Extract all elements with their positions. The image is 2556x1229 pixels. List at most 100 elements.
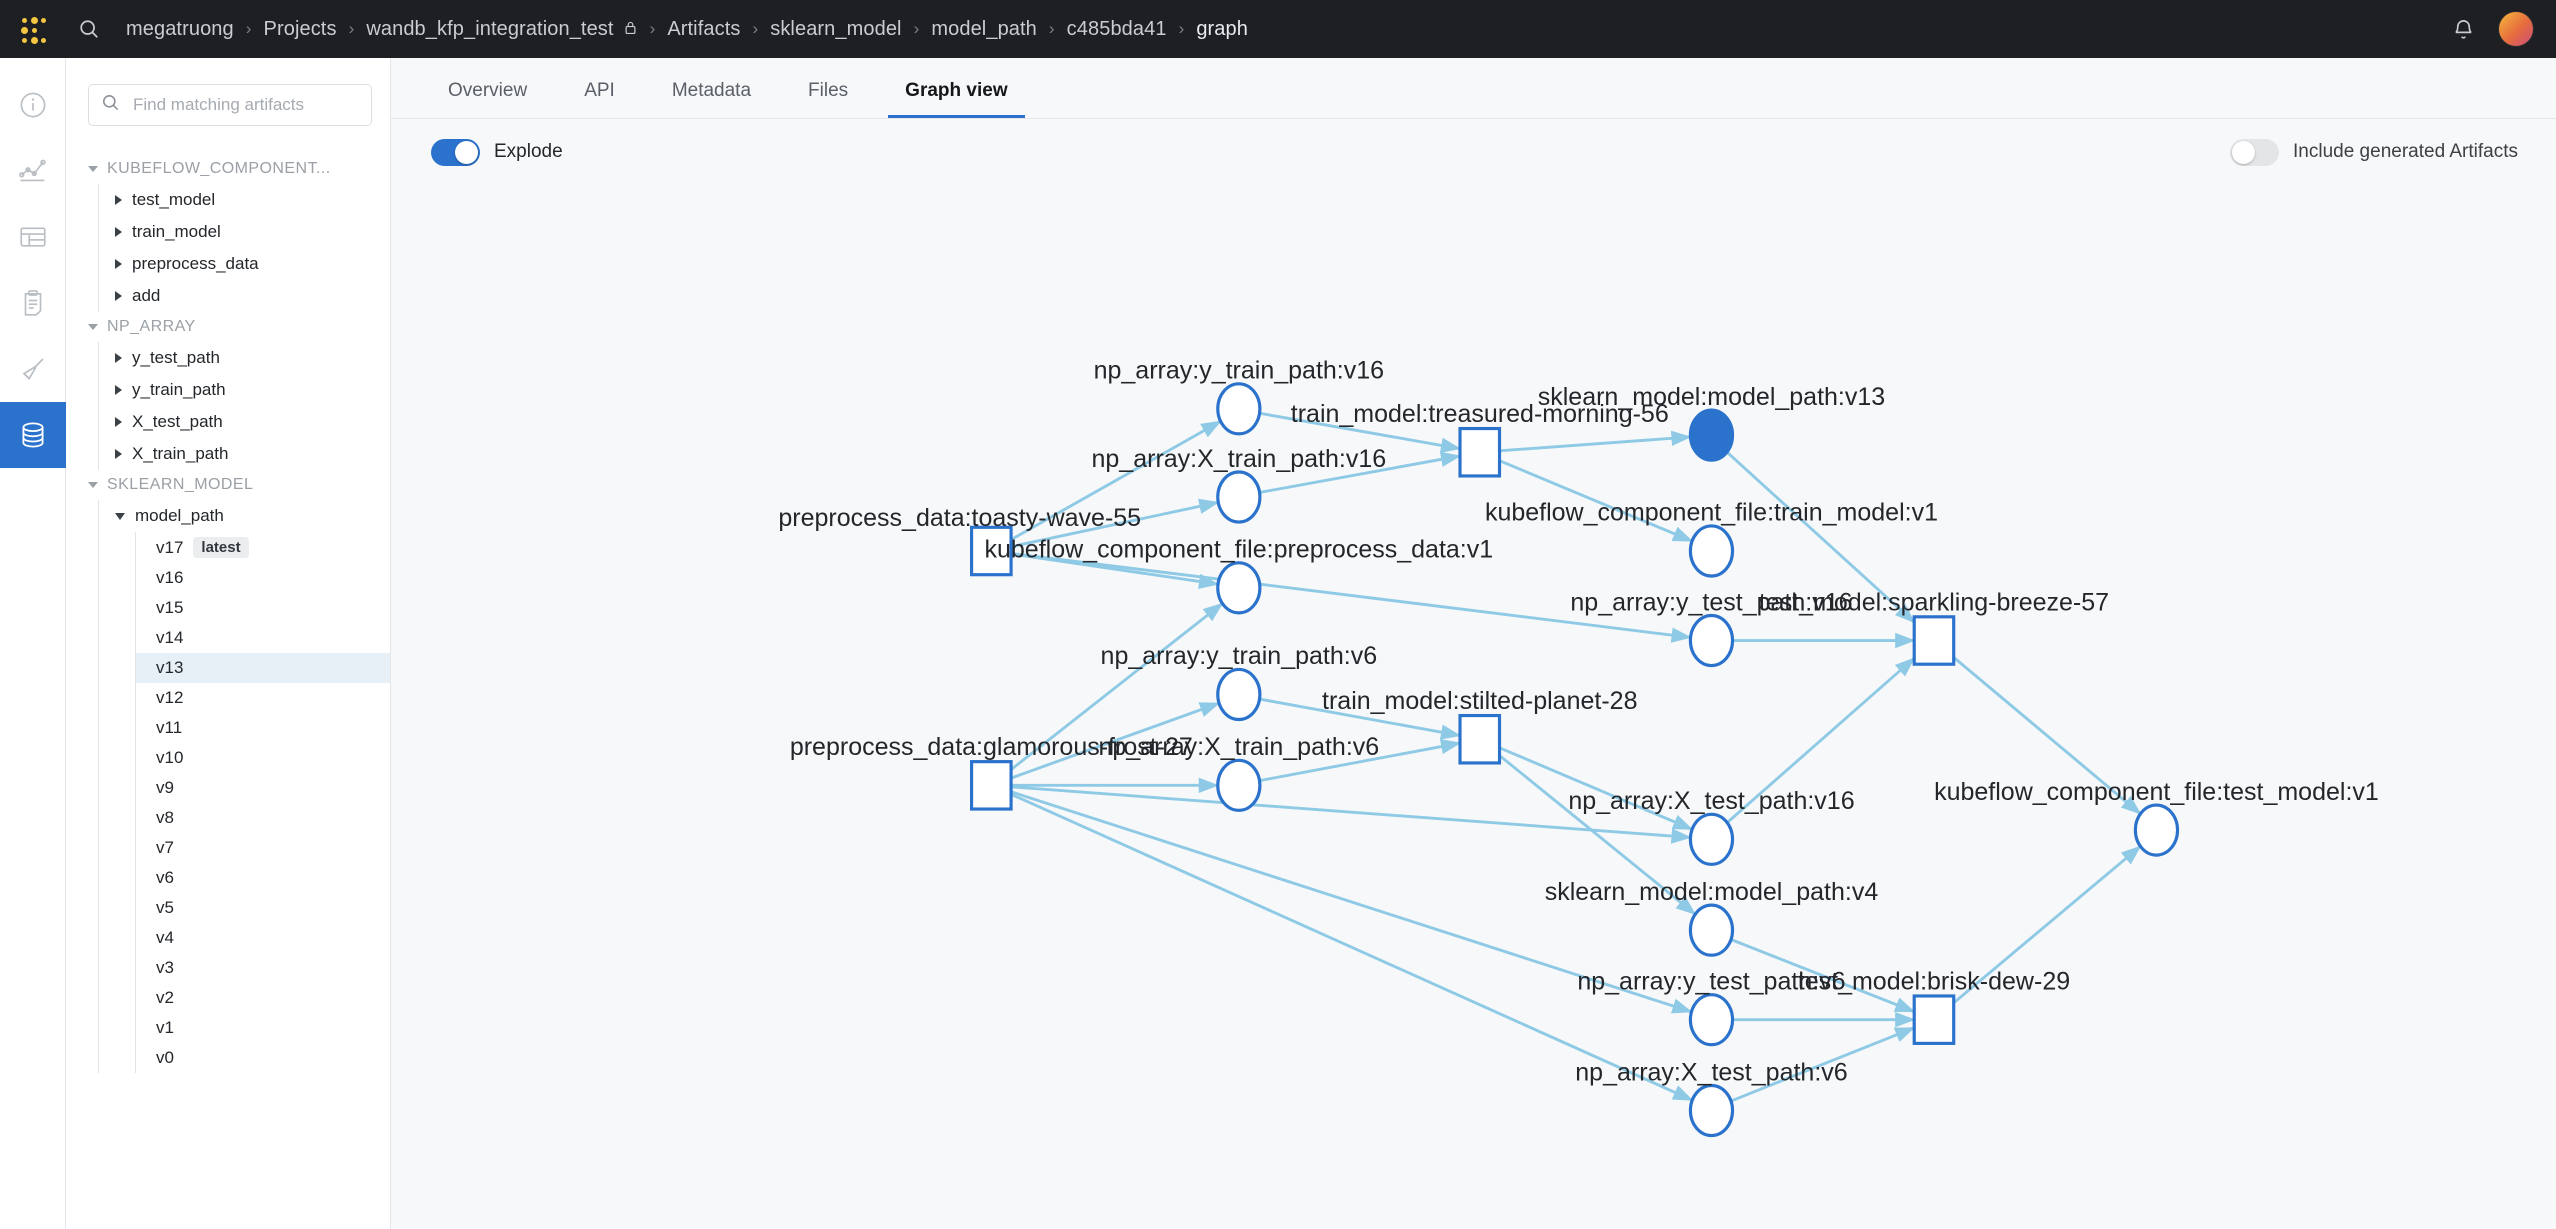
graph-node-xte16[interactable] [1688,812,1735,866]
chevron-down-icon [88,324,98,330]
graph-node-tmsp28[interactable] [1458,713,1502,765]
topbar-actions [2450,11,2534,47]
breadcrumb-item-c485bda41[interactable]: c485bda41 [1066,17,1167,40]
graph-node-tm56[interactable] [1458,426,1502,478]
breadcrumb-item-sklearn-model[interactable]: sklearn_model [770,17,902,40]
include-generated-switch[interactable] [2230,138,2280,166]
graph-node-yte16[interactable] [1688,613,1735,668]
tree-group-sklearn-model[interactable]: SKLEARN_MODEL [66,470,390,500]
breadcrumb-item-megatruong[interactable]: megatruong [126,17,234,40]
bell-icon[interactable] [2450,16,2476,42]
tree-item-test_model[interactable]: test_model [99,184,390,216]
graph-node-tmsb57[interactable] [1912,615,1956,666]
table-icon[interactable] [0,204,66,270]
explode-toggle[interactable]: Explode [431,138,563,166]
graph-node-pd27[interactable] [970,760,1013,811]
version-item-v11[interactable]: v11 [136,713,390,743]
triangle-right-icon [115,291,122,301]
tab-metadata[interactable]: Metadata [671,80,752,101]
graph-node-ytr6[interactable] [1216,667,1262,722]
include-generated-toggle[interactable]: Include generated Artifacts [2230,138,2518,166]
graph-node-kcfte[interactable] [2133,803,2180,857]
search-input[interactable] [131,94,359,116]
breadcrumb: megatruong › Projects › wandb_kfp_integratio… [126,18,1248,41]
breadcrumb-item-wandb-kfp-integration-test[interactable]: wandb_kfp_integration_test [366,18,637,41]
tree-group-kubeflow-component-[interactable]: KUBEFLOW_COMPONENT... [66,154,390,184]
artifact-lineage-graph[interactable]: preprocess_data:toasty-wave-55np_array:y… [391,185,2556,1229]
tree-item-preprocess_data[interactable]: preprocess_data [99,248,390,280]
tab-overview[interactable]: Overview [448,80,528,101]
graph-node-xtr6[interactable] [1216,758,1262,812]
breadcrumb-item-projects[interactable]: Projects [263,17,337,40]
graph-node-xte6[interactable] [1688,1083,1735,1138]
graph-node-kcfpd[interactable] [1216,561,1262,615]
graph-edge [1498,746,1694,831]
broom-icon[interactable] [0,336,66,402]
graph-edge [1010,498,1220,549]
explode-switch[interactable] [431,138,480,166]
version-item-v10[interactable]: v10 [136,743,390,773]
tab-api[interactable]: API [584,80,615,101]
graph-node-sm13[interactable] [1688,408,1735,462]
graph-node-pd55[interactable] [970,525,1013,577]
version-item-v16[interactable]: v16 [136,563,390,593]
version-item-v9[interactable]: v9 [136,773,390,803]
graph-edge [1725,451,1916,624]
version-item-v5[interactable]: v5 [136,893,390,923]
tree-item-label: preprocess_data [132,254,259,273]
version-item-v1[interactable]: v1 [136,1013,390,1043]
graph-edge [1259,451,1462,494]
version-item-v7[interactable]: v7 [136,833,390,863]
graph-node-ytr16[interactable] [1216,382,1262,436]
graph-node-yte6[interactable] [1688,993,1735,1047]
version-item-v0[interactable]: v0 [136,1043,390,1073]
version-item-v4[interactable]: v4 [136,923,390,953]
breadcrumb-item-model-path[interactable]: model_path [931,17,1037,40]
breadcrumb-separator: › [1178,19,1185,38]
tree-item-y_train_path[interactable]: y_train_path [99,374,390,406]
breadcrumb-separator: › [752,19,759,38]
chart-line-icon[interactable] [0,138,66,204]
version-label: v0 [156,1048,174,1067]
version-item-v2[interactable]: v2 [136,983,390,1013]
tree-item-model_path[interactable]: model_path [99,500,390,532]
version-item-v14[interactable]: v14 [136,623,390,653]
tree-item-X_train_path[interactable]: X_train_path [99,438,390,470]
version-item-v12[interactable]: v12 [136,683,390,713]
graph-node-sm4[interactable] [1688,903,1735,957]
version-item-v8[interactable]: v8 [136,803,390,833]
avatar[interactable] [2498,11,2534,47]
graph-node-kcftr[interactable] [1688,524,1735,578]
version-label: v16 [156,568,184,587]
database-icon[interactable] [0,402,66,468]
search-box[interactable] [88,84,372,126]
version-item-v13[interactable]: v13 [136,653,390,683]
apps-grid-icon[interactable] [18,14,48,44]
tree-item-X_test_path[interactable]: X_test_path [99,406,390,438]
tree-item-label: model_path [135,506,224,525]
version-item-v3[interactable]: v3 [136,953,390,983]
tree-group-np-array[interactable]: NP_ARRAY [66,312,390,342]
graph-node-tmbd29[interactable] [1912,994,1956,1045]
version-item-v6[interactable]: v6 [136,863,390,893]
search-icon[interactable] [74,14,104,44]
tree-item-y_test_path[interactable]: y_test_path [99,342,390,374]
tree-item-add[interactable]: add [99,280,390,312]
explode-label: Explode [494,141,563,162]
triangle-right-icon [115,417,122,427]
version-item-v15[interactable]: v15 [136,593,390,623]
graph-node-label-pd27: preprocess_data:glamorous-frost-27 [790,733,1193,761]
tree-item-train_model[interactable]: train_model [99,216,390,248]
breadcrumb-item-artifacts[interactable]: Artifacts [667,17,741,40]
tab-graph-view[interactable]: Graph view [888,80,1025,118]
info-icon[interactable] [0,72,66,138]
breadcrumb-item-graph[interactable]: graph [1196,17,1248,40]
clipboard-icon[interactable] [0,270,66,336]
graph-node-xtr16[interactable] [1216,470,1262,524]
graph-edge [1726,657,1916,824]
tab-files[interactable]: Files [808,80,849,101]
